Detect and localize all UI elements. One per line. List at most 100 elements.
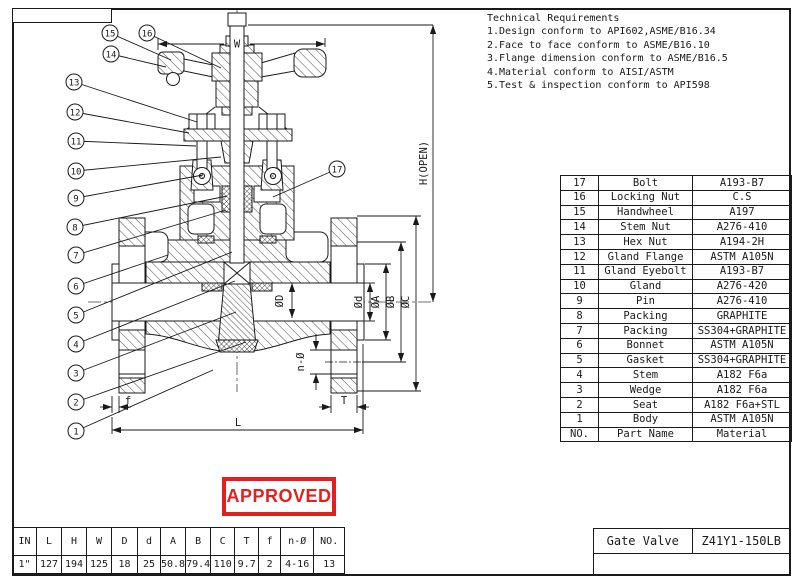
- dim-n-holes: n-Ø: [295, 352, 307, 372]
- dim-value: 18: [111, 555, 138, 574]
- dim-value: 50.8: [159, 555, 187, 574]
- part-name: Bonnet: [598, 337, 693, 354]
- dim-header: d: [137, 527, 161, 556]
- dim-value: 194: [61, 555, 87, 574]
- part-name: Handwheel: [598, 204, 693, 221]
- callout-balloons: 1 2 3 4 5 6 7 8 9 10 11 12 13 14 15 16 1…: [65, 24, 346, 440]
- part-no: 6: [560, 337, 599, 354]
- dim-phi-d-bore: Ød: [353, 296, 365, 309]
- dim-header: B: [185, 527, 212, 556]
- dimension-lines: [100, 24, 437, 434]
- title-block-model: Z41Y1-150LB: [691, 529, 791, 553]
- callout-10: 10: [71, 168, 82, 178]
- part-no: 2: [560, 396, 599, 413]
- callout-5: 5: [73, 312, 78, 322]
- techreq-item: 2.Face to face conform to ASME/B16.10: [487, 39, 710, 51]
- part-name: Hex Nut: [598, 234, 693, 250]
- part-material: A276-420: [692, 278, 792, 295]
- techreq-title: Technical Requirements: [487, 13, 620, 24]
- callout-12: 12: [70, 109, 81, 119]
- part-name: Seat: [598, 396, 693, 413]
- part-material: A197: [692, 204, 792, 221]
- part-no: 8: [560, 308, 599, 324]
- dim-header: C: [210, 527, 236, 556]
- wedge: [217, 261, 257, 347]
- part-no: 1: [560, 411, 599, 428]
- part-material: GRAPHITE: [692, 308, 792, 324]
- part-material: ASTM A105N: [692, 411, 792, 428]
- part-material: ASTM A105N: [692, 248, 792, 265]
- dim-header: W: [86, 527, 112, 556]
- part-no: 12: [560, 248, 599, 265]
- dim-value: 25: [137, 555, 161, 574]
- dimensions-table: IN L H W D d A B C T f n-Ø NO. 1" 127 19…: [12, 527, 346, 574]
- part-no: 15: [560, 204, 599, 221]
- callout-16: 16: [142, 30, 153, 40]
- callout-11: 11: [71, 138, 82, 148]
- dim-header: NO.: [313, 527, 346, 556]
- dimensions-header-row: IN L H W D d A B C T f n-Ø NO.: [12, 527, 346, 556]
- dimension-labels: W H(OPEN) ØD Ød ØA ØB ØC n-Ø T f L: [125, 39, 430, 430]
- dim-header: D: [111, 527, 138, 556]
- callout-13: 13: [69, 79, 80, 89]
- dim-value: 127: [36, 555, 62, 574]
- dim-header: n-Ø: [280, 527, 315, 556]
- callout-17: 17: [332, 166, 343, 176]
- dim-phi-b: ØB: [385, 296, 397, 309]
- part-no: 4: [560, 367, 599, 384]
- part-name: Gland Flange: [598, 248, 693, 265]
- title-block: Gate Valve Z41Y1-150LB: [593, 528, 791, 576]
- part-name: Locking Nut: [598, 189, 693, 206]
- part-no: 17: [560, 175, 599, 191]
- part-name: Gasket: [598, 352, 693, 369]
- part-material: SS304+GRAPHITE: [692, 352, 792, 369]
- techreq-item: 4.Material conform to AISI/ASTM: [487, 66, 674, 78]
- dim-header: L: [36, 527, 62, 556]
- part-no: 11: [560, 263, 599, 280]
- dim-phi-c: ØC: [400, 296, 412, 309]
- callout-1: 1: [73, 428, 78, 438]
- part-material: A182 F6a+STL: [692, 396, 792, 413]
- dim-f: f: [125, 395, 131, 407]
- techreq-item: 3.Flange dimension conform to ASME/B16.5: [487, 53, 728, 65]
- part-material: A276-410: [692, 293, 792, 310]
- callout-leaders: [73, 32, 338, 432]
- corner-box: [12, 8, 112, 23]
- part-no: 16: [560, 189, 599, 206]
- part-material: C.S: [692, 189, 792, 206]
- dim-phi-a: ØA: [370, 295, 382, 308]
- dim-w: W: [234, 39, 241, 51]
- part-material: A193-B7: [692, 263, 792, 280]
- callout-2: 2: [73, 399, 78, 409]
- dim-phi-d-seat: ØD: [274, 295, 286, 308]
- dim-value: 110: [210, 555, 236, 574]
- header-part-name: Part Name: [598, 426, 693, 443]
- callout-8: 8: [72, 224, 77, 234]
- callout-9: 9: [73, 195, 78, 205]
- part-name: Body: [598, 411, 693, 428]
- dim-value: 4-16: [280, 555, 315, 574]
- dim-value: 125: [86, 555, 112, 574]
- part-no: 7: [560, 322, 599, 339]
- callout-15: 15: [105, 30, 116, 40]
- dimensions-value-row: 1" 127 194 125 18 25 50.8 79.4 110 9.7 2…: [12, 555, 346, 574]
- dim-value: 13: [313, 555, 346, 574]
- dim-header: H: [61, 527, 87, 556]
- part-material: A182 F6a: [692, 367, 792, 384]
- part-no: 3: [560, 382, 599, 398]
